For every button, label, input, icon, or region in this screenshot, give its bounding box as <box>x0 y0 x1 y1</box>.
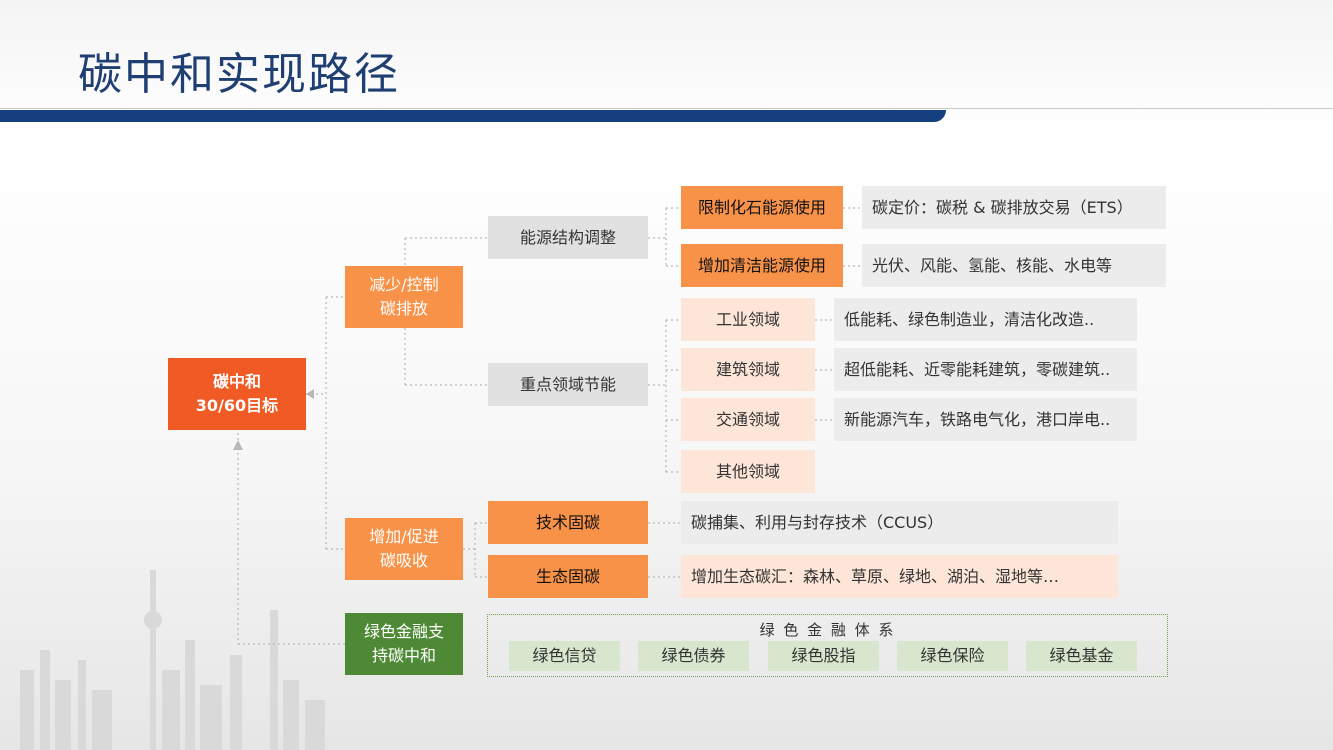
green-insurance-item: 绿色保险 <box>897 641 1008 671</box>
root-line1: 碳中和 <box>212 372 261 391</box>
branch-increase-line2: 碳吸收 <box>379 551 428 570</box>
sector-building-desc: 超低能耗、近零能耗建筑，零碳建筑.. <box>834 348 1137 391</box>
title-underline-bar <box>0 110 946 122</box>
tech-sequestration-desc: 碳捕集、利用与封存技术（CCUS） <box>681 501 1118 544</box>
green-finance-system-frame: 绿 色 金 融 体 系 绿色信贷 绿色债券 绿色股指 绿色保险 绿色基金 <box>487 614 1168 677</box>
green-credit-item: 绿色信贷 <box>509 641 620 671</box>
tech-sequestration-node: 技术固碳 <box>488 501 648 544</box>
green-index-item: 绿色股指 <box>768 641 879 671</box>
branch-reduce-emissions: 减少/控制 碳排放 <box>345 266 463 328</box>
sector-industry-desc: 低能耗、绿色制造业，清洁化改造.. <box>834 298 1137 341</box>
branch-increase-absorption: 增加/促进 碳吸收 <box>345 518 463 580</box>
limit-fossil-energy-desc: 碳定价：碳税 & 碳排放交易（ETS） <box>862 186 1166 229</box>
limit-fossil-energy-node: 限制化石能源使用 <box>681 186 843 229</box>
energy-structure-node: 能源结构调整 <box>488 216 648 259</box>
branch-green-finance: 绿色金融支 持碳中和 <box>345 613 463 675</box>
sector-transport-desc: 新能源汽车，铁路电气化，港口岸电.. <box>834 398 1137 441</box>
branch-reduce-line1: 减少/控制 <box>369 275 439 294</box>
green-finance-system-title: 绿 色 金 融 体 系 <box>759 621 896 639</box>
root-line2: 30/60目标 <box>195 396 279 415</box>
increase-clean-energy-desc: 光伏、风能、氢能、核能、水电等 <box>862 244 1166 287</box>
eco-sequestration-node: 生态固碳 <box>488 555 648 598</box>
page-title: 碳中和实现路径 <box>78 49 400 100</box>
branch-increase-line1: 增加/促进 <box>369 527 439 546</box>
root-node: 碳中和 30/60目标 <box>168 358 306 430</box>
key-sectors-node: 重点领域节能 <box>488 363 648 406</box>
skyline-background <box>20 570 325 750</box>
green-fund-item: 绿色基金 <box>1026 641 1137 671</box>
branch-reduce-line2: 碳排放 <box>379 299 428 318</box>
increase-clean-energy-node: 增加清洁能源使用 <box>681 244 843 287</box>
sector-transport-node: 交通领域 <box>681 398 815 441</box>
eco-sequestration-desc: 增加生态碳汇：森林、草原、绿地、湖泊、湿地等… <box>681 555 1118 598</box>
header-divider <box>0 108 1333 109</box>
sector-other-node: 其他领域 <box>681 450 815 493</box>
sector-industry-node: 工业领域 <box>681 298 815 341</box>
branch-finance-line2: 持碳中和 <box>371 646 436 665</box>
sector-building-node: 建筑领域 <box>681 348 815 391</box>
branch-finance-line1: 绿色金融支 <box>363 622 444 641</box>
green-bond-item: 绿色债券 <box>638 641 749 671</box>
